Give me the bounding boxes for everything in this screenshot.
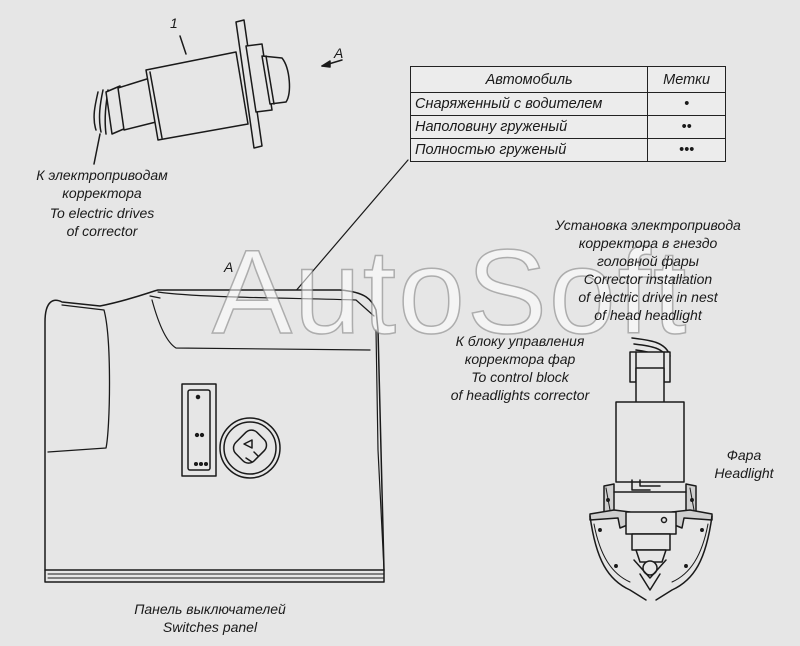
row-vehicle: Наполовину груженый (409, 115, 649, 139)
to-drives-en-1: To electric drives (49, 205, 155, 221)
table-header-row: Автомобиль Метки (409, 66, 726, 93)
to-drives-ru-1: К электроприводам (36, 167, 168, 183)
panel-ru: Панель выключателей (134, 601, 286, 617)
install-label: Установка электропривода корректора в гн… (528, 216, 768, 324)
install-ru-3: головной фары (597, 253, 699, 269)
install-en-3: of head headlight (594, 307, 702, 323)
table-row: Снаряженный с водителем • (409, 92, 726, 116)
install-ru-2: корректора в гнездо (578, 235, 718, 251)
to-drives-label: К электроприводам корректора To electric… (14, 166, 190, 240)
to-drives-ru-2: корректора (62, 185, 142, 201)
control-ru-1: К блоку управления (455, 333, 585, 349)
control-block-label: К блоку управления корректора фар To con… (420, 332, 620, 404)
row-mark: •• (647, 115, 726, 139)
part-number-label: 1 (170, 15, 178, 31)
view-marker-section-label: A (224, 259, 234, 275)
control-en-1: To control block (471, 369, 569, 385)
headlight-ru: Фара (726, 447, 762, 463)
corrector-switch-part (93, 19, 291, 165)
table-row: Наполовину груженый •• (409, 115, 726, 139)
header-marks: Метки (647, 66, 726, 93)
install-en-2: of electric drive in nest (578, 289, 718, 305)
install-ru-1: Установка электропривода (555, 217, 741, 233)
switch-panel-label: Панель выключателей Switches panel (100, 600, 320, 636)
view-arrow (321, 59, 343, 68)
control-ru-2: корректора фар (464, 351, 576, 367)
table-row: Полностью груженый ••• (409, 138, 726, 162)
install-en-1: Corrector installation (583, 271, 713, 287)
headlight-en: Headlight (714, 465, 774, 481)
view-marker-label: A (334, 45, 344, 61)
header-vehicle: Автомобиль (409, 66, 649, 93)
headlight-label: Фара Headlight (696, 446, 792, 482)
row-vehicle: Снаряженный с водителем (409, 92, 649, 116)
load-marks-table: Автомобиль Метки Снаряженный с водителем… (409, 66, 726, 162)
row-mark: • (647, 92, 726, 116)
corrector-switch-slot (181, 383, 217, 477)
to-drives-en-2: of corrector (66, 223, 138, 239)
control-en-2: of headlights corrector (450, 387, 590, 403)
row-mark: ••• (647, 138, 726, 162)
leveling-knob (219, 417, 281, 479)
row-vehicle: Полностью груженый (409, 138, 649, 162)
headlight-section-drawing (589, 337, 713, 601)
panel-en: Switches panel (162, 619, 258, 635)
